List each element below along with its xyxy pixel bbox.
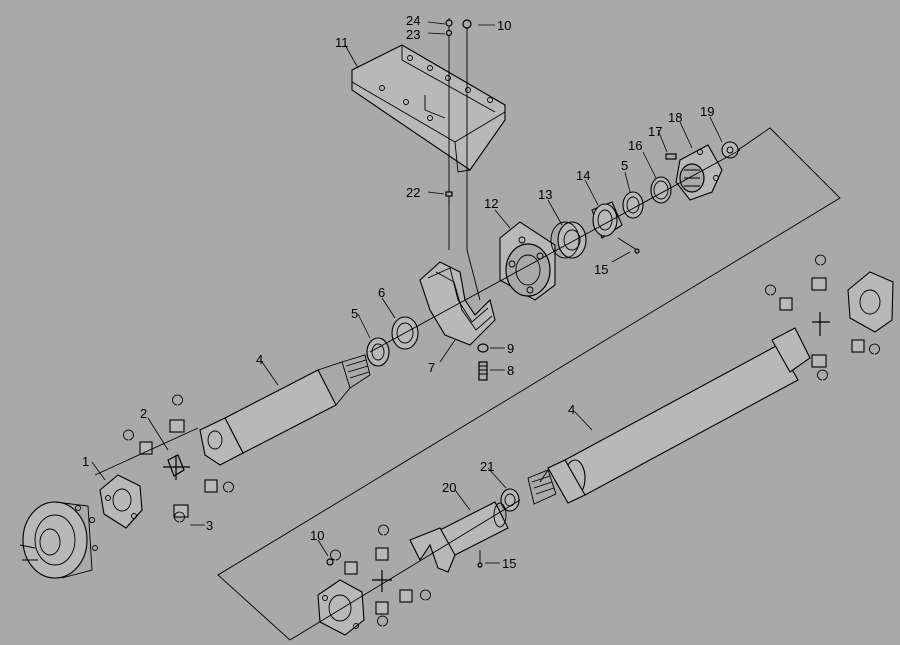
tube-left xyxy=(199,354,371,466)
u-joint-bottom xyxy=(330,524,431,627)
label-4-right: 4 xyxy=(568,402,575,417)
label-8: 8 xyxy=(507,363,514,378)
label-1: 1 xyxy=(82,454,89,469)
tube-right xyxy=(527,327,811,505)
label-10-bottom: 10 xyxy=(310,528,324,543)
bolt-8 xyxy=(478,361,488,381)
label-24: 24 xyxy=(406,13,420,28)
bearing xyxy=(550,221,587,259)
label-12: 12 xyxy=(484,196,498,211)
label-15-top: 15 xyxy=(594,262,608,277)
label-14: 14 xyxy=(576,168,590,183)
callout-labels: 24 10 23 11 22 12 13 14 5 16 17 18 19 15… xyxy=(82,13,714,571)
yoke-left xyxy=(99,474,143,529)
label-20: 20 xyxy=(442,480,456,495)
leader-lines xyxy=(91,21,723,564)
sleeve xyxy=(591,201,623,239)
label-21: 21 xyxy=(480,459,494,474)
yoke-right xyxy=(847,271,894,333)
label-7: 7 xyxy=(428,360,435,375)
ring-21 xyxy=(500,488,520,512)
assembly-lines xyxy=(94,127,841,641)
end-flange-left xyxy=(19,501,98,579)
top-bolt-stack xyxy=(445,18,481,301)
label-5-top: 5 xyxy=(621,158,628,173)
label-19: 19 xyxy=(700,104,714,119)
label-23: 23 xyxy=(406,27,420,42)
label-17: 17 xyxy=(648,124,662,139)
mounting-bracket xyxy=(351,44,506,173)
grease-fitting-10 xyxy=(326,558,334,566)
label-6: 6 xyxy=(378,285,385,300)
u-joint-right xyxy=(765,254,880,381)
label-10-top: 10 xyxy=(497,18,511,33)
label-11: 11 xyxy=(335,35,349,50)
u-joint-left xyxy=(123,394,234,523)
slip-yoke xyxy=(409,501,509,573)
label-5-mid: 5 xyxy=(351,306,358,321)
ring-16 xyxy=(650,176,672,204)
flange-yoke-top xyxy=(675,144,723,201)
washer-9 xyxy=(477,343,489,353)
bearing-housing xyxy=(499,221,556,301)
bolt-17 xyxy=(665,153,677,160)
label-18: 18 xyxy=(668,110,682,125)
label-9: 9 xyxy=(507,341,514,356)
flange-yoke-bottom xyxy=(317,579,365,636)
bolt-22 xyxy=(445,191,453,206)
label-13: 13 xyxy=(538,187,552,202)
label-2: 2 xyxy=(140,406,147,421)
label-4-left: 4 xyxy=(256,352,263,367)
label-3: 3 xyxy=(206,518,213,533)
pin-15-bottom xyxy=(477,550,483,568)
label-16: 16 xyxy=(628,138,642,153)
rubber-mount xyxy=(419,261,496,346)
pin-15-top xyxy=(617,237,640,254)
label-15-bottom: 15 xyxy=(502,556,516,571)
label-22: 22 xyxy=(406,185,420,200)
